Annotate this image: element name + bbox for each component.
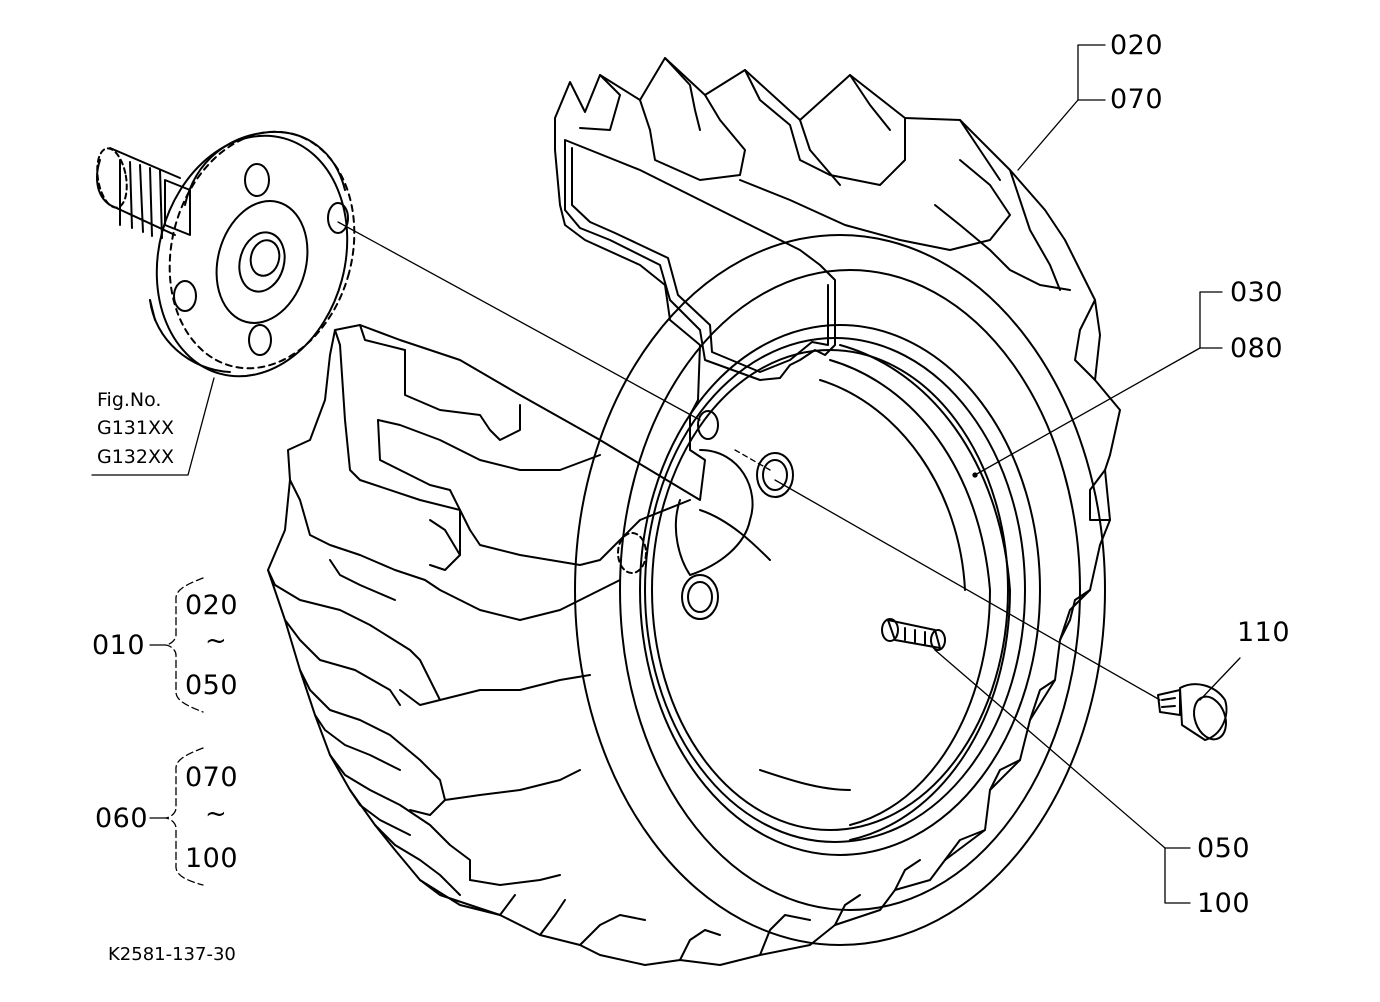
rim-outer — [639, 324, 1041, 856]
group-010-id: 010 — [92, 630, 146, 661]
tire-cutaway-section — [564, 139, 836, 381]
callout-110: 110 — [1237, 617, 1291, 648]
figure-ref-line2: G131XX — [97, 417, 175, 439]
hub-flange-drawing — [96, 130, 356, 378]
valve-stem — [881, 618, 946, 651]
tire-inner-sidewall — [574, 234, 1106, 946]
callout-100-right: 100 — [1197, 888, 1251, 919]
callout-030: 030 — [1230, 277, 1284, 308]
tire-outer-outline — [267, 57, 1121, 966]
group-060-from: 070 — [185, 762, 239, 793]
wheel-bolt — [1157, 683, 1228, 741]
drawing-code: K2581-137-30 — [108, 944, 236, 965]
rim-flange-inner — [651, 349, 1009, 831]
group-010-from: 020 — [185, 590, 239, 621]
rim-drawing — [617, 324, 1041, 856]
callout-070-top: 070 — [1110, 84, 1164, 115]
tire-drawing — [267, 57, 1121, 966]
group-060-id: 060 — [95, 803, 149, 834]
bolt-hole-upper — [756, 452, 794, 498]
callout-050-right: 050 — [1197, 833, 1251, 864]
group-010-range-sign: ~ — [205, 626, 227, 656]
callout-080: 080 — [1230, 333, 1284, 364]
disc-center — [674, 449, 754, 576]
callout-020-top: 020 — [1110, 30, 1164, 61]
figure-ref-line1: Fig.No. — [97, 389, 162, 411]
group-010-to: 050 — [185, 670, 239, 701]
bolt-hole-lower — [681, 574, 719, 620]
figure-ref-line3: G132XX — [97, 446, 175, 468]
tire-sidewall-line — [619, 269, 1081, 911]
leader-lines — [91, 44, 1241, 904]
bolt-hole-hidden — [617, 532, 647, 574]
group-060-range-sign: ~ — [205, 799, 227, 829]
rim-flange — [644, 337, 1026, 843]
group-060-to: 100 — [185, 843, 239, 874]
